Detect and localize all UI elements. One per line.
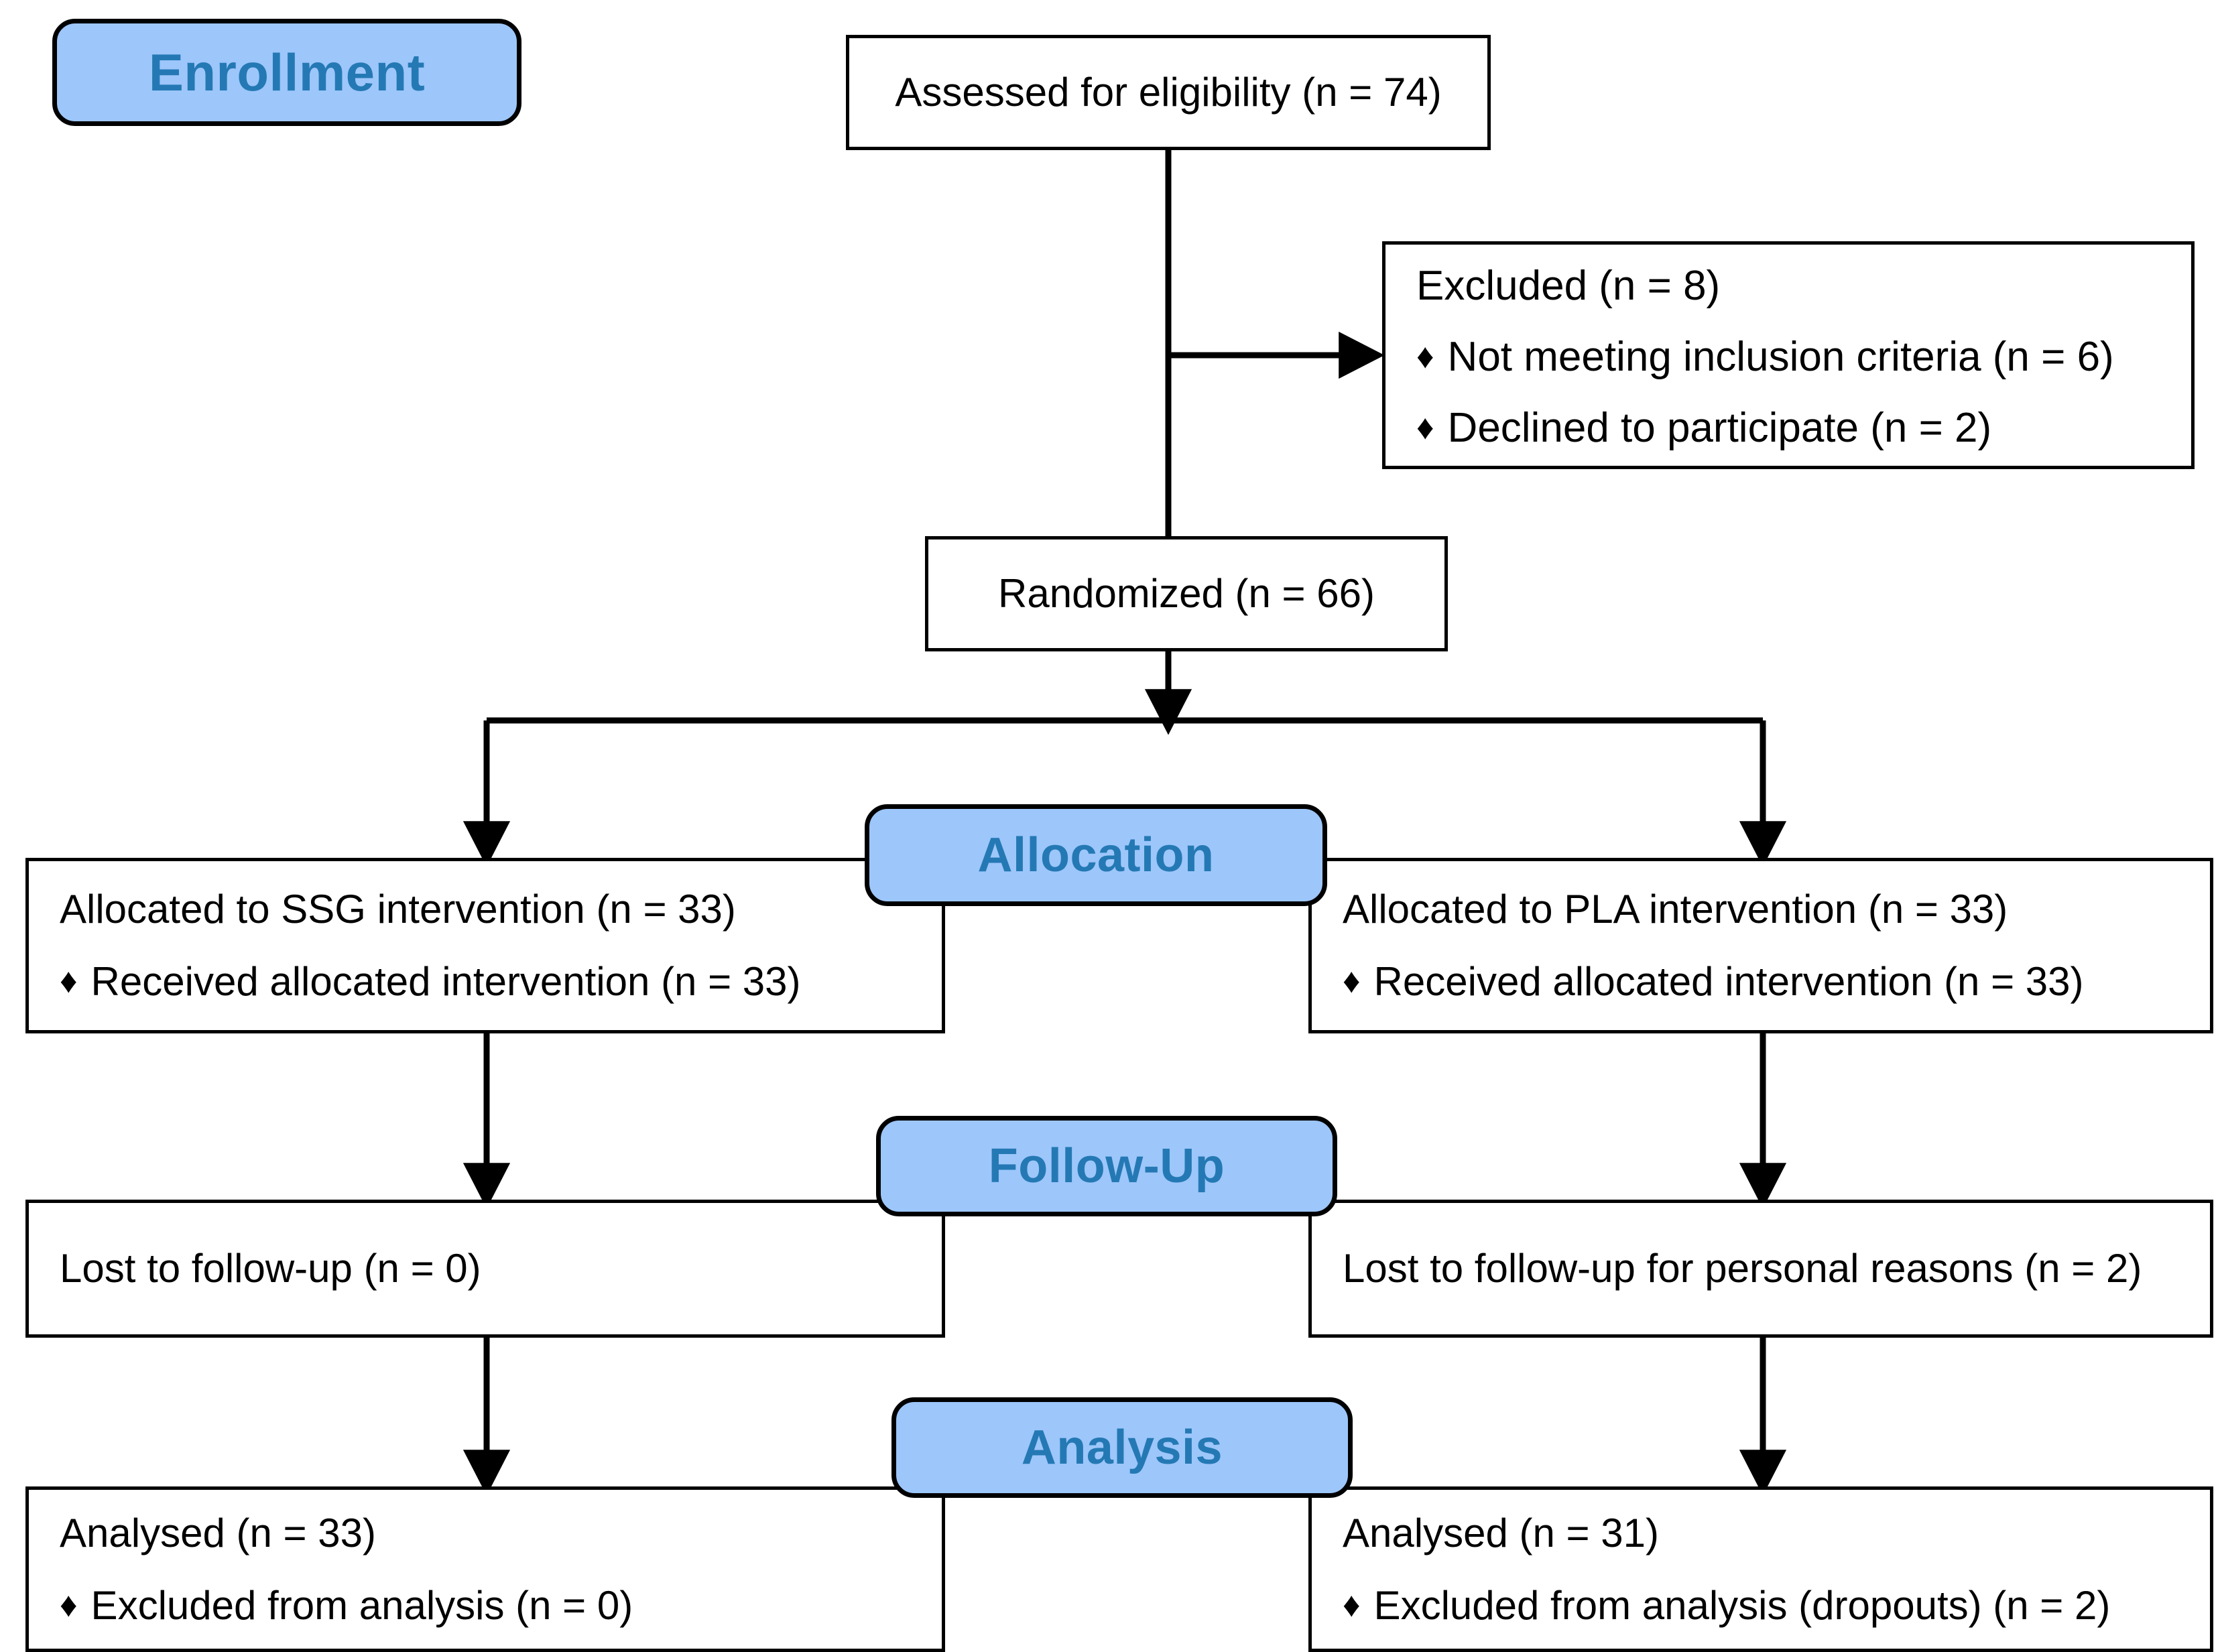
allocation-pla-bullet-received: ♦ Received allocated intervention (n = 3…	[1312, 962, 2210, 1002]
excluded-bullet-not-meeting-criteria: ♦ Not meeting inclusion criteria (n = 6)	[1385, 336, 2191, 378]
box-followup-ssg: Lost to follow-up (n = 0)	[25, 1200, 945, 1338]
box-excluded: Excluded (n = 8) ♦ Not meeting inclusion…	[1382, 241, 2195, 469]
assessed-for-eligibility-text: Assessed for eligibility (n = 74)	[895, 70, 1442, 115]
stage-badge-follow-up-label: Follow-Up	[988, 1139, 1225, 1193]
analysis-ssg-bullet-excluded-label: Excluded from analysis (n = 0)	[90, 1582, 633, 1628]
allocation-ssg-heading: Allocated to SSG intervention (n = 33)	[60, 887, 736, 932]
stage-badge-allocation: Allocation	[865, 804, 1327, 906]
diamond-bullet-icon: ♦	[1343, 1585, 1361, 1625]
followup-ssg-text: Lost to follow-up (n = 0)	[60, 1246, 481, 1291]
stage-badge-enrollment: Enrollment	[52, 19, 521, 126]
allocation-pla-bullet-received-label: Received allocated intervention (n = 33)	[1373, 959, 2084, 1004]
diamond-bullet-icon: ♦	[1416, 337, 1434, 376]
analysis-pla-bullet-excluded: ♦ Excluded from analysis (dropouts) (n =…	[1312, 1582, 2210, 1628]
box-analysis-pla: Analysed (n = 31) ♦ Excluded from analys…	[1308, 1486, 2213, 1652]
diamond-bullet-icon: ♦	[60, 962, 78, 1001]
followup-pla-text: Lost to follow-up for personal reasons (…	[1343, 1246, 2142, 1291]
box-randomized: Randomized (n = 66)	[925, 536, 1448, 651]
allocation-ssg-bullet-received: ♦ Received allocated intervention (n = 3…	[29, 962, 942, 1002]
stage-badge-follow-up: Follow-Up	[876, 1116, 1337, 1216]
excluded-bullet-declined-label: Declined to participate (n = 2)	[1447, 405, 1992, 451]
box-allocation-pla: Allocated to PLA intervention (n = 33) ♦…	[1308, 858, 2213, 1033]
stage-badge-allocation-label: Allocation	[977, 828, 1215, 882]
allocation-ssg-bullet-received-label: Received allocated intervention (n = 33)	[90, 959, 801, 1004]
box-analysis-ssg: Analysed (n = 33) ♦ Excluded from analys…	[25, 1486, 945, 1652]
stage-badge-analysis: Analysis	[891, 1397, 1353, 1498]
box-assessed-for-eligibility: Assessed for eligibility (n = 74)	[846, 35, 1491, 150]
excluded-bullet-declined: ♦ Declined to participate (n = 2)	[1385, 407, 2191, 449]
randomized-text: Randomized (n = 66)	[998, 571, 1375, 616]
diamond-bullet-icon: ♦	[60, 1585, 78, 1625]
analysis-pla-heading: Analysed (n = 31)	[1343, 1510, 1659, 1555]
allocation-pla-heading: Allocated to PLA intervention (n = 33)	[1343, 887, 2008, 932]
diamond-bullet-icon: ♦	[1416, 408, 1434, 447]
stage-badge-enrollment-label: Enrollment	[148, 42, 426, 102]
diamond-bullet-icon: ♦	[1343, 962, 1361, 1001]
stage-badge-analysis-label: Analysis	[1021, 1421, 1223, 1474]
analysis-pla-bullet-excluded-label: Excluded from analysis (dropouts) (n = 2…	[1373, 1582, 2111, 1628]
analysis-ssg-bullet-excluded: ♦ Excluded from analysis (n = 0)	[29, 1582, 942, 1628]
analysis-ssg-heading: Analysed (n = 33)	[60, 1510, 376, 1555]
excluded-bullet-not-meeting-criteria-label: Not meeting inclusion criteria (n = 6)	[1447, 334, 2114, 380]
box-allocation-ssg: Allocated to SSG intervention (n = 33) ♦…	[25, 858, 945, 1033]
excluded-heading: Excluded (n = 8)	[1416, 263, 1721, 309]
box-followup-pla: Lost to follow-up for personal reasons (…	[1308, 1200, 2213, 1338]
